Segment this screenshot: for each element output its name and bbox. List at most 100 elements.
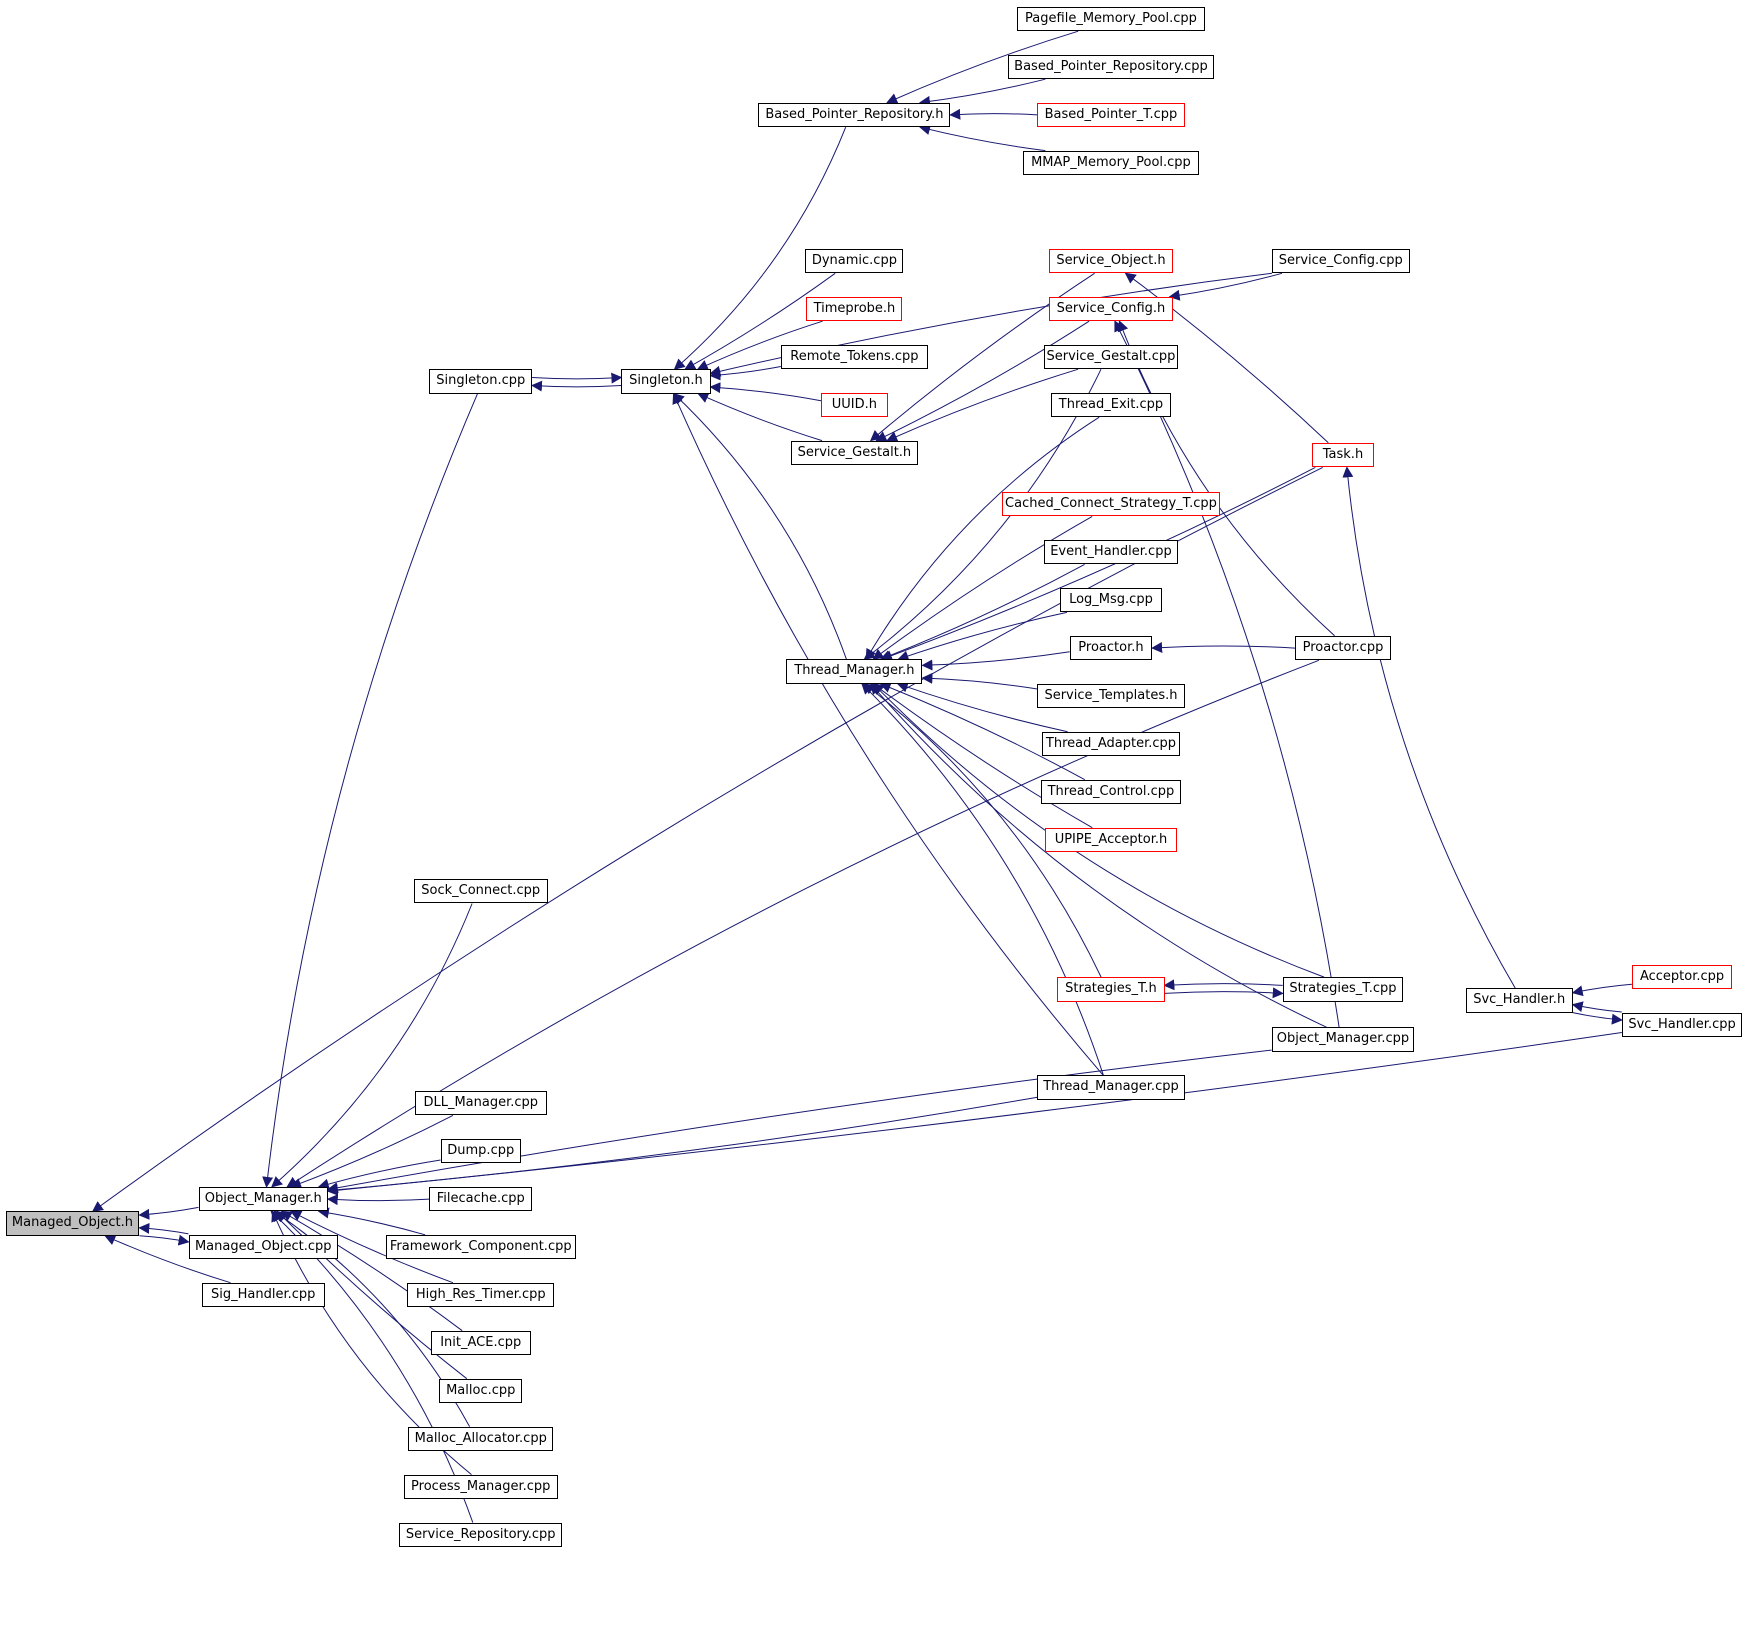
node-sig-handler-cpp[interactable]: Sig_Handler.cpp xyxy=(201,1282,325,1308)
node-object-manager-cpp[interactable]: Object_Manager.cpp xyxy=(1271,1027,1415,1052)
node-high-res-timer-cpp[interactable]: High_Res_Timer.cpp xyxy=(407,1282,555,1308)
node-strategies-t-cpp[interactable]: Strategies_T.cpp xyxy=(1282,977,1404,1002)
edge-based-pointer-repository-h-to-singleton-h xyxy=(673,127,847,370)
node-upipe-acceptor-h[interactable]: UPIPE_Acceptor.h xyxy=(1045,827,1177,853)
edge-remote-tokens-cpp-to-singleton-h xyxy=(709,366,781,381)
edge-service-templates-h-to-thread-manager-h xyxy=(921,672,1038,690)
node-service-gestalt-h[interactable]: Service_Gestalt.h xyxy=(790,440,918,466)
node-thread-exit-cpp[interactable]: Thread_Exit.cpp xyxy=(1050,392,1172,418)
node-thread-manager-cpp[interactable]: Thread_Manager.cpp xyxy=(1037,1075,1185,1100)
edge-acceptor-cpp-to-svc-handler-h xyxy=(1571,983,1632,997)
edge-object-manager-cpp-to-service-config-h xyxy=(1114,320,1340,1028)
node-acceptor-cpp[interactable]: Acceptor.cpp xyxy=(1631,964,1733,990)
edge-high-res-timer-cpp-to-object-manager-h xyxy=(290,1210,454,1284)
node-service-templates-h[interactable]: Service_Templates.h xyxy=(1037,683,1185,709)
edge-filecache-cpp-to-object-manager-h xyxy=(326,1194,430,1206)
node-service-repository-cpp[interactable]: Service_Repository.cpp xyxy=(399,1522,563,1548)
edge-strategies-t-h-to-strategies-t-cpp xyxy=(1164,987,1284,999)
node-dynamic-cpp[interactable]: Dynamic.cpp xyxy=(805,248,904,274)
edge-service-gestalt-h-to-singleton-h xyxy=(697,392,823,442)
node-mmap-memory-pool-cpp[interactable]: MMAP_Memory_Pool.cpp xyxy=(1022,150,1200,176)
node-task-h[interactable]: Task.h xyxy=(1311,442,1375,468)
node-managed-object-h[interactable]: Managed_Object.h xyxy=(5,1211,140,1236)
edge-dump-cpp-to-object-manager-h xyxy=(317,1159,441,1190)
edge-service-gestalt-cpp-to-service-gestalt-h xyxy=(886,368,1079,442)
node-thread-adapter-cpp[interactable]: Thread_Adapter.cpp xyxy=(1041,731,1181,757)
edge-pagefile-memory-pool-cpp-to-based-pointer-repository-h xyxy=(886,30,1079,104)
node-based-pointer-repository-cpp[interactable]: Based_Pointer_Repository.cpp xyxy=(1008,54,1214,80)
node-init-ace-cpp[interactable]: Init_ACE.cpp xyxy=(430,1330,531,1356)
edge-timeprobe-h-to-singleton-h xyxy=(696,320,823,371)
node-svc-handler-h[interactable]: Svc_Handler.h xyxy=(1465,988,1573,1013)
node-service-config-h[interactable]: Service_Config.h xyxy=(1048,296,1174,322)
node-svc-handler-cpp[interactable]: Svc_Handler.cpp xyxy=(1621,1012,1743,1038)
edge-init-ace-cpp-to-object-manager-h xyxy=(280,1210,463,1332)
node-managed-object-cpp[interactable]: Managed_Object.cpp xyxy=(188,1234,338,1260)
edge-framework-component-cpp-to-object-manager-h xyxy=(317,1207,426,1236)
node-sock-connect-cpp[interactable]: Sock_Connect.cpp xyxy=(413,878,548,904)
edge-proactor-cpp-to-proactor-h xyxy=(1151,642,1296,653)
node-event-handler-cpp[interactable]: Event_Handler.cpp xyxy=(1044,539,1178,565)
edge-cached-connect-strategy-t-cpp-to-thread-manager-h xyxy=(872,515,1093,660)
edge-thread-manager-cpp-to-thread-manager-h xyxy=(861,683,1104,1076)
edge-thread-exit-cpp-to-thread-manager-h xyxy=(865,416,1100,661)
node-service-object-h[interactable]: Service_Object.h xyxy=(1048,248,1174,274)
edge-object-manager-h-to-managed-object-h xyxy=(138,1206,199,1220)
edge-svc-handler-h-to-task-h xyxy=(1342,466,1516,989)
node-dump-cpp[interactable]: Dump.cpp xyxy=(440,1138,521,1164)
node-thread-manager-h[interactable]: Thread_Manager.h xyxy=(786,659,923,684)
edge-thread-control-cpp-to-thread-manager-h xyxy=(879,682,1086,781)
edge-strategies-t-h-to-thread-manager-h xyxy=(863,683,1102,978)
edge-based-pointer-t-cpp-to-based-pointer-repository-h xyxy=(949,108,1038,120)
node-timeprobe-h[interactable]: Timeprobe.h xyxy=(806,296,903,322)
edge-managed-object-cpp-to-managed-object-h xyxy=(138,1222,189,1235)
node-proactor-cpp[interactable]: Proactor.cpp xyxy=(1295,635,1391,661)
node-filecache-cpp[interactable]: Filecache.cpp xyxy=(429,1186,533,1212)
edge-sock-connect-cpp-to-object-manager-h xyxy=(271,903,473,1188)
edge-log-msg-cpp-to-thread-manager-h xyxy=(897,611,1068,662)
edge-service-object-h-to-service-gestalt-h xyxy=(869,272,1095,442)
node-cached-connect-strategy-t-cpp[interactable]: Cached_Connect_Strategy_T.cpp xyxy=(1001,491,1221,517)
edge-strategies-t-cpp-to-strategies-t-h xyxy=(1163,979,1283,991)
node-malloc-cpp[interactable]: Malloc.cpp xyxy=(439,1378,522,1404)
node-based-pointer-t-cpp[interactable]: Based_Pointer_T.cpp xyxy=(1037,102,1185,128)
edge-svc-handler-h-to-svc-handler-cpp xyxy=(1572,1012,1623,1025)
edge-based-pointer-repository-cpp-to-based-pointer-repository-h xyxy=(919,78,1046,107)
edge-sig-handler-cpp-to-managed-object-h xyxy=(104,1234,231,1284)
edge-service-config-cpp-to-service-config-h xyxy=(1168,272,1283,301)
edge-svc-handler-cpp-to-object-manager-h xyxy=(326,1032,1622,1196)
edge-svc-handler-cpp-to-svc-handler-h xyxy=(1571,1001,1622,1013)
node-thread-control-cpp[interactable]: Thread_Control.cpp xyxy=(1040,779,1182,805)
node-strategies-t-h[interactable]: Strategies_T.h xyxy=(1057,977,1165,1002)
node-service-gestalt-cpp[interactable]: Service_Gestalt.cpp xyxy=(1044,344,1178,370)
node-uuid-h[interactable]: UUID.h xyxy=(820,392,888,418)
node-malloc-allocator-cpp[interactable]: Malloc_Allocator.cpp xyxy=(408,1426,554,1452)
edge-uuid-h-to-singleton-h xyxy=(709,382,822,402)
edge-singleton-h-to-singleton-cpp xyxy=(531,380,622,392)
edge-thread-manager-cpp-to-singleton-h xyxy=(672,392,1104,1076)
edge-event-handler-cpp-to-thread-manager-h xyxy=(879,563,1085,661)
node-pagefile-memory-pool-cpp[interactable]: Pagefile_Memory_Pool.cpp xyxy=(1017,6,1205,32)
node-log-msg-cpp[interactable]: Log_Msg.cpp xyxy=(1059,587,1163,613)
node-dll-manager-cpp[interactable]: DLL_Manager.cpp xyxy=(414,1090,547,1116)
edge-singleton-cpp-to-singleton-h xyxy=(532,372,623,384)
node-remote-tokens-cpp[interactable]: Remote_Tokens.cpp xyxy=(780,344,929,370)
edge-strategies-t-cpp-to-thread-manager-h xyxy=(872,683,1325,978)
node-proactor-h[interactable]: Proactor.h xyxy=(1069,635,1153,661)
edge-upipe-acceptor-h-to-thread-manager-h xyxy=(872,683,1093,829)
node-framework-component-cpp[interactable]: Framework_Component.cpp xyxy=(385,1234,576,1260)
node-singleton-h[interactable]: Singleton.h xyxy=(621,369,711,394)
node-object-manager-h[interactable]: Object_Manager.h xyxy=(198,1186,328,1212)
node-process-manager-cpp[interactable]: Process_Manager.cpp xyxy=(403,1474,558,1500)
node-service-config-cpp[interactable]: Service_Config.cpp xyxy=(1271,248,1410,274)
edge-malloc-cpp-to-object-manager-h xyxy=(276,1210,468,1380)
edge-object-manager-cpp-to-thread-manager-h xyxy=(869,682,1327,1028)
node-based-pointer-repository-h[interactable]: Based_Pointer_Repository.h xyxy=(758,102,951,128)
edge-task-h-to-managed-object-h xyxy=(91,466,1323,1213)
edge-managed-object-h-to-managed-object-cpp xyxy=(139,1234,190,1246)
edge-thread-adapter-cpp-to-thread-manager-h xyxy=(896,681,1068,733)
edge-thread-manager-h-to-singleton-h xyxy=(673,392,847,660)
node-singleton-cpp[interactable]: Singleton.cpp xyxy=(429,369,533,394)
